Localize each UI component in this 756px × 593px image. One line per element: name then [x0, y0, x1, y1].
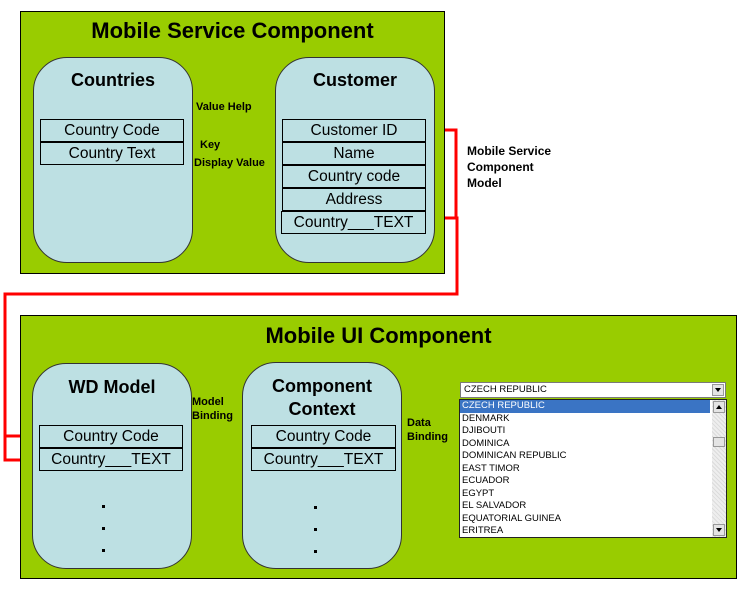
model-binding-line1: Model: [192, 396, 224, 408]
arrow-up-icon: [716, 405, 722, 409]
country-option[interactable]: EGYPT: [462, 487, 495, 499]
value-help-label: Value Help: [196, 101, 252, 113]
component-context-title-line2: Context: [288, 399, 356, 419]
country-option[interactable]: ERITREA: [462, 525, 504, 536]
data-binding-line2: Binding: [407, 431, 448, 443]
countries-field-country-code: Country Code: [40, 119, 184, 142]
countries-title: Countries: [70, 70, 155, 90]
customer-field-customer-id: Customer ID: [282, 119, 426, 142]
customer-field-country-text: Country___TEXT: [281, 211, 426, 234]
listbox-scrollbar[interactable]: [712, 400, 726, 537]
chevron-down-icon: [715, 388, 721, 392]
country-option[interactable]: DOMINICA: [462, 437, 510, 449]
wd-model-field-country-text: Country___TEXT: [39, 448, 183, 471]
country-option[interactable]: CZECH REPUBLIC: [460, 400, 710, 413]
country-option[interactable]: DENMARK: [462, 412, 510, 424]
wd-model-ellipsis-dot: [102, 505, 105, 508]
wd-model-field-country-code: Country Code: [39, 425, 183, 448]
customer-field-address: Address: [282, 188, 426, 211]
country-option[interactable]: DJIBOUTI: [462, 425, 506, 436]
customer-title: Customer: [312, 70, 397, 90]
component-context-title-line1: Component: [272, 376, 372, 396]
wd-model-title: WD Model: [68, 377, 156, 397]
country-option[interactable]: ECUADOR: [462, 475, 510, 486]
country-option[interactable]: EQUATORIAL GUINEA: [462, 512, 562, 524]
key-label: Key: [200, 139, 221, 151]
country-dropdown-value: CZECH REPUBLIC: [464, 384, 547, 395]
model-binding-line2: Binding: [192, 410, 233, 422]
country-option[interactable]: EAST TIMOR: [462, 462, 520, 474]
data-binding-line1: Data: [407, 417, 431, 429]
wd-model-ellipsis-dot: [102, 549, 105, 552]
context-ellipsis-dot: [314, 506, 317, 509]
scroll-up-button[interactable]: [713, 401, 725, 413]
scroll-thumb[interactable]: [713, 437, 725, 447]
data-binding-label: Data Binding: [407, 416, 448, 444]
country-dropdown[interactable]: CZECH REPUBLIC: [460, 382, 726, 398]
country-option[interactable]: DOMINICAN REPUBLIC: [462, 450, 567, 461]
arrow-down-icon: [716, 528, 722, 532]
wd-model-ellipsis-dot: [102, 527, 105, 530]
service-component-model-label: Mobile Service Component Model: [467, 143, 551, 191]
display-value-label: Display Value: [194, 157, 265, 169]
model-label-line1: Mobile Service: [467, 144, 552, 158]
country-option[interactable]: EL SALVADOR: [462, 500, 527, 511]
context-ellipsis-dot: [314, 550, 317, 553]
dropdown-toggle-button[interactable]: [712, 384, 724, 396]
scroll-down-button[interactable]: [713, 524, 725, 536]
model-label-line2: Component: [467, 160, 534, 174]
countries-field-country-text: Country Text: [40, 142, 184, 165]
mobile-ui-component-title: Mobile UI Component: [265, 323, 492, 348]
context-ellipsis-dot: [314, 528, 317, 531]
context-field-country-text: Country___TEXT: [251, 448, 396, 471]
context-field-country-code: Country Code: [251, 425, 396, 448]
customer-field-name: Name: [282, 142, 426, 165]
model-binding-label: Model Binding: [192, 395, 233, 423]
customer-field-country-code: Country code: [282, 165, 426, 188]
mobile-service-component-title: Mobile Service Component: [91, 18, 374, 43]
model-label-line3: Model: [467, 176, 502, 190]
